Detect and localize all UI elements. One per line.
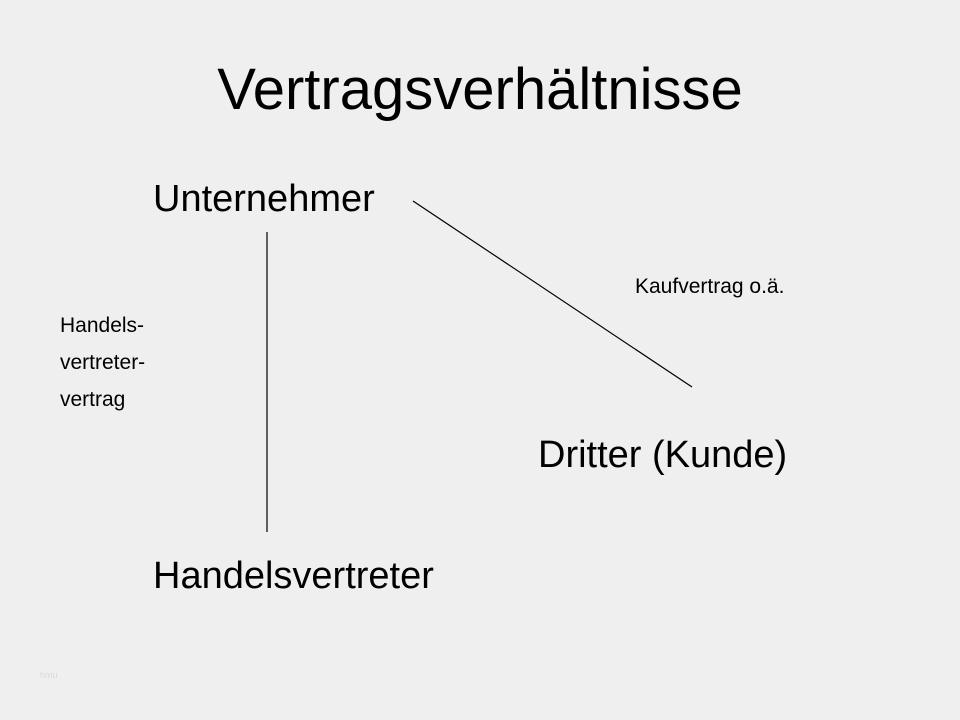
agency-contract-label-line-3: vertrag	[60, 388, 126, 411]
agency-contract-label: Handels- vertreter- vertrag	[60, 307, 145, 418]
purchase-contract-line	[412, 200, 693, 388]
party-handelsvertreter: Handelsvertreter	[153, 555, 434, 597]
slide-title: Vertragsverhältnisse	[217, 57, 743, 122]
agency-contract-label-line-1: Handels-	[60, 314, 145, 337]
agency-contract-label-line-2: vertreter-	[60, 351, 146, 374]
footer-watermark: hmu	[40, 670, 58, 680]
party-unternehmer: Unternehmer	[153, 178, 375, 220]
purchase-contract-label: Kaufvertrag o.ä.	[635, 275, 785, 298]
party-dritter-kunde: Dritter (Kunde)	[538, 434, 788, 476]
